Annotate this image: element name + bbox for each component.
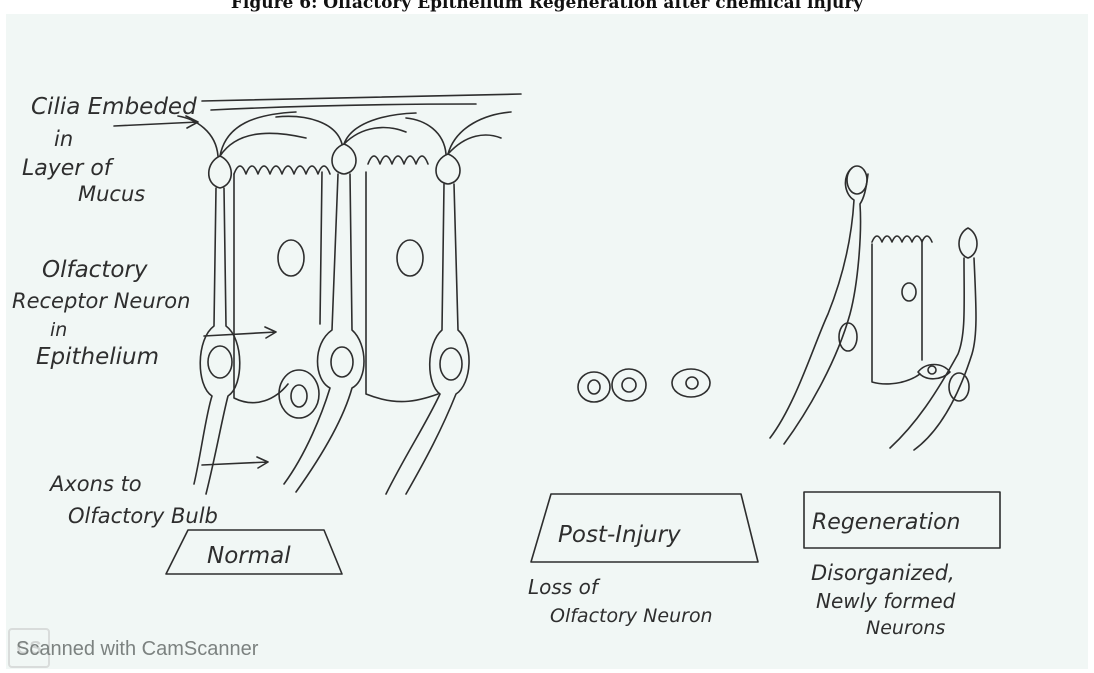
post-injury-label: Post-Injury (558, 522, 681, 548)
receptor-neuron (436, 154, 460, 184)
cilia-label-line-2: in (54, 127, 73, 151)
watermark-text: Scanned with CamScanner (16, 638, 258, 661)
remaining-cell-nucleus (622, 378, 636, 392)
remaining-cell (578, 372, 610, 402)
regeneration-note-line-1: Disorganized, (811, 561, 955, 585)
regeneration-label: Regeneration (812, 510, 960, 535)
cilia-label-line-3: Layer of (22, 156, 115, 181)
mucus-layer-line-2 (211, 104, 476, 110)
regeneration-drawing (770, 166, 1000, 548)
receptor-label-line-3: in (50, 319, 67, 341)
remaining-cell-nucleus (588, 380, 600, 394)
receptor-neuron (332, 144, 356, 174)
remaining-cell-nucleus (686, 377, 698, 389)
supporting-cell-nucleus (278, 240, 304, 276)
new-neuron (770, 168, 868, 444)
cilia-label-line-4: Mucus (78, 182, 145, 206)
post-injury-note-line-1: Loss of (528, 575, 601, 599)
mucus-layer-line (202, 94, 521, 101)
regenerated-microvilli (872, 236, 932, 242)
receptor-neuron-dendrite (284, 174, 364, 492)
neuron-nucleus (331, 347, 353, 377)
new-neuron (890, 228, 977, 450)
receptor-neuron-dendrite (386, 184, 469, 494)
regeneration-note-line-3: Neurons (866, 617, 945, 639)
microvilli (368, 156, 428, 164)
basal-cell (279, 370, 319, 418)
receptor-label-line-1: Olfactory (42, 257, 148, 283)
basal-cell-nucleus (291, 385, 307, 407)
axons-label-line-2: Olfactory Bulb (68, 504, 218, 528)
basal-cell-nucleus (928, 366, 936, 374)
supporting-cell-nucleus (902, 283, 916, 301)
olfactory-diagram: Cilia Embeded in Layer of Mucus Olfactor… (6, 14, 1088, 669)
supporting-cell-outline (872, 240, 922, 384)
neuron-nucleus (208, 346, 232, 378)
remaining-cell (612, 369, 646, 401)
camscanner-watermark: CS Scanned with CamScanner (8, 628, 308, 668)
cilia (178, 112, 511, 156)
receptor-neuron-dendrite (194, 188, 240, 494)
neuron-nucleus (440, 348, 462, 380)
new-neuron-body (847, 166, 867, 194)
normal-epithelium-drawing (114, 94, 521, 574)
cilia-label-line-1: Cilia Embeded (31, 94, 197, 120)
receptor-neuron (209, 156, 232, 188)
remaining-cell (672, 369, 710, 397)
arrow-receptor (204, 327, 276, 338)
axons-label-line-1: Axons to (48, 472, 142, 496)
receptor-label-line-2: Receptor Neuron (12, 289, 190, 313)
regeneration-note-line-2: Newly formed (816, 589, 956, 613)
supporting-cell-nucleus (397, 240, 423, 276)
receptor-label-line-4: Epithelium (36, 344, 159, 370)
handwritten-labels: Cilia Embeded in Layer of Mucus Olfactor… (12, 94, 960, 639)
post-injury-note-line-2: Olfactory Neuron (550, 605, 713, 627)
figure-caption: Figure 6: Olfactory Epithelium Regenerat… (0, 0, 1094, 13)
microvilli (234, 166, 330, 174)
normal-label: Normal (207, 543, 291, 569)
